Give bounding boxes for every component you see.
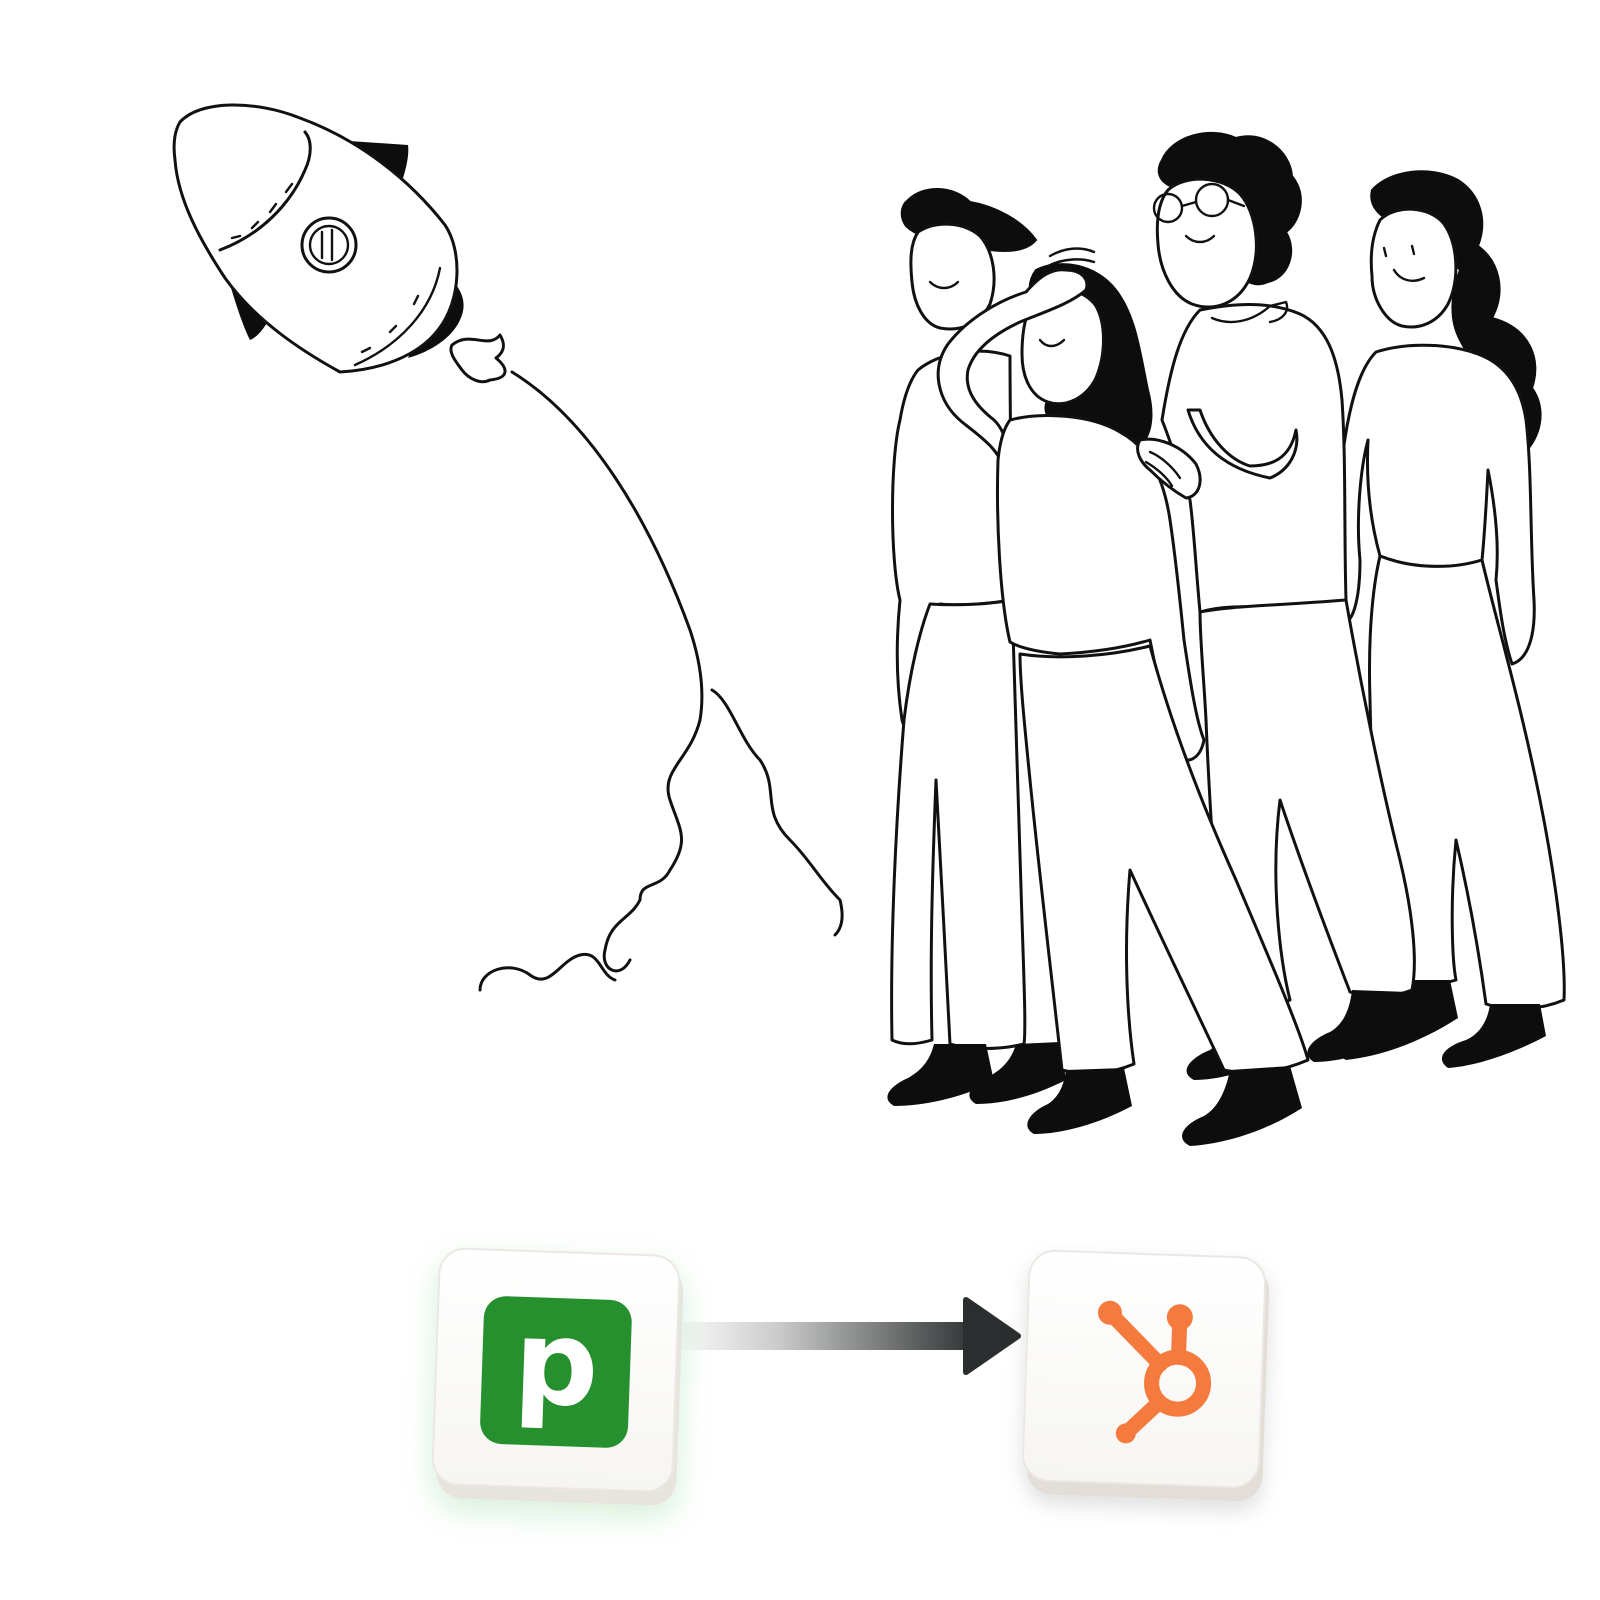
people-group-icon: [887, 131, 1566, 1146]
rocket-exhaust: [449, 333, 507, 384]
pipedrive-logo-icon: p: [480, 1293, 632, 1448]
hubspot-logo-icon: [1097, 1300, 1212, 1444]
shading-arm: [936, 268, 1089, 472]
integration-flow: p: [431, 1247, 1270, 1506]
rocket-smoke-trail: [478, 370, 844, 992]
glasses-icon: [1152, 192, 1184, 224]
arrow-right-icon: [670, 1297, 1021, 1375]
person-front: [936, 247, 1310, 1146]
pipedrive-tile: p: [431, 1247, 684, 1506]
rocket-icon: [172, 103, 844, 992]
pipedrive-letter: p: [512, 1293, 601, 1434]
rocket-nose-seam: [218, 130, 312, 252]
hubspot-tile: [1021, 1249, 1270, 1502]
person-back-left: [887, 187, 1066, 1106]
